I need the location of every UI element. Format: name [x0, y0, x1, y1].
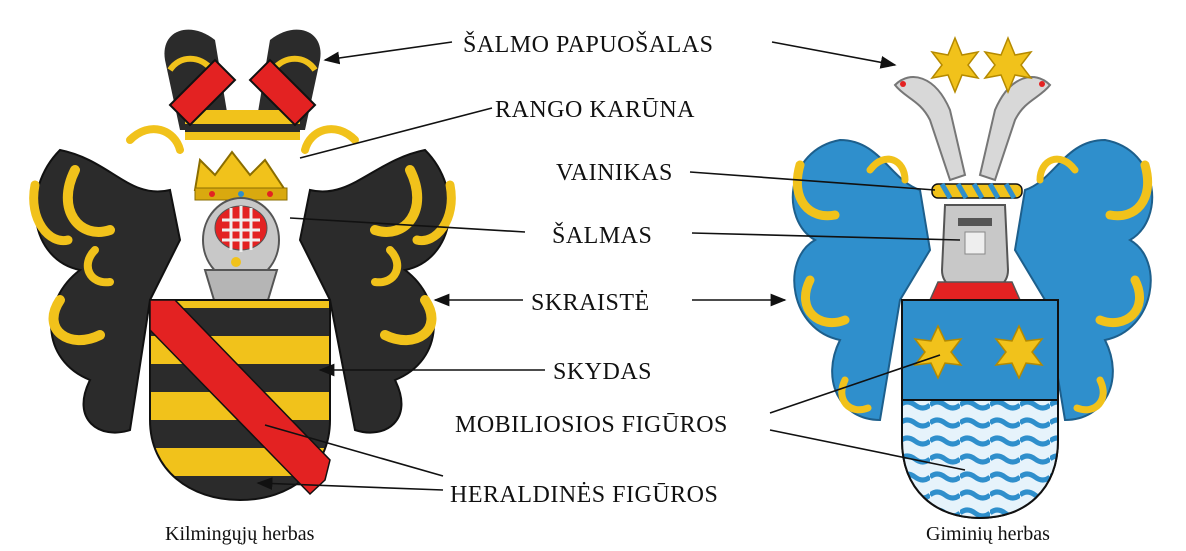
- left-mantling: [29, 125, 456, 434]
- left-rank-crown: [193, 150, 288, 201]
- label-vainikas: VAINIKAS: [556, 160, 673, 186]
- right-helmet: [928, 204, 1022, 301]
- right-wreath: [931, 182, 1023, 200]
- caption-family-coat-of-arms: Giminių herbas: [926, 523, 1050, 545]
- caption-noble-coat-of-arms: Kilmingųjų herbas: [165, 523, 315, 545]
- label-heraldines-figuros: HERALDINĖS FIGŪROS: [450, 482, 718, 508]
- right-helmet-crest: [893, 36, 1052, 182]
- noble-coat-of-arms: [29, 29, 456, 502]
- crest-star-left: [930, 36, 980, 94]
- shield-star-left: [913, 324, 963, 380]
- label-skydas: SKYDAS: [553, 359, 652, 385]
- right-shield: [901, 299, 1059, 520]
- label-skraiste: SKRAISTĖ: [531, 290, 650, 316]
- shield-star-right: [994, 324, 1044, 380]
- labels: ŠALMO PAPUOŠALAS RANGO KARŪNA VAINIKAS Š…: [450, 31, 728, 508]
- left-helmet: [202, 197, 280, 301]
- left-helmet-crest: [164, 29, 321, 140]
- leader-lines: [256, 41, 966, 491]
- label-rango-karuna: RANGO KARŪNA: [495, 97, 695, 123]
- label-mobiliosios-figuros: MOBILIOSIOS FIGŪROS: [455, 412, 728, 438]
- left-shield: [149, 299, 331, 502]
- label-salmo-papuosalas: ŠALMO PAPUOŠALAS: [463, 31, 714, 58]
- right-mantling: [791, 138, 1154, 422]
- family-coat-of-arms: [791, 36, 1154, 520]
- crest-star-right: [983, 36, 1033, 94]
- label-salmas: ŠALMAS: [552, 222, 652, 249]
